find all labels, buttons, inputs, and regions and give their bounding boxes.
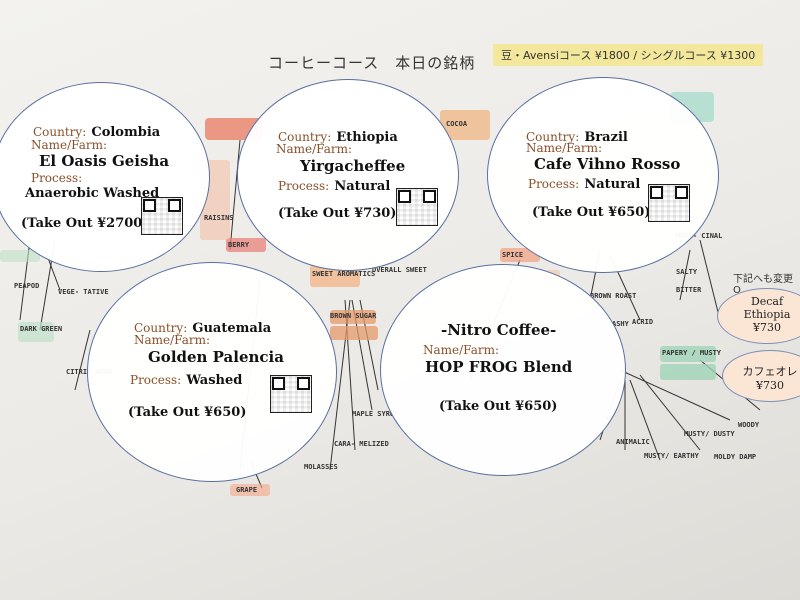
wheel-word-bitter: BITTER [676, 286, 702, 294]
wheel-word-papery-musty: PAPERY / MUSTY [662, 349, 722, 357]
process-label: Process: [31, 171, 83, 185]
farm-value: El Oasis Geisha [39, 152, 170, 170]
country-value: Colombia [91, 125, 161, 140]
process-label: Process: [528, 177, 580, 191]
change-note: 下記へも変更O [733, 274, 793, 296]
qr-code-icon[interactable] [648, 184, 690, 222]
farm-label: Name/Farm: [526, 141, 603, 155]
wheel-word-grape: GRAPE [236, 486, 258, 494]
country-value: Brazil [584, 130, 628, 145]
wheel-word-musty-dusty: MUSTY/ DUSTY [684, 430, 735, 438]
course-price-tag: 豆・Avensiコース ¥1800 / シングルコース ¥1300 [493, 44, 764, 66]
country-label: Country: [33, 125, 87, 139]
wheel-word-peapod: PEAPOD [14, 282, 40, 290]
country-label: Country: [526, 130, 580, 144]
wheel-word-molasses: MOLASSES [304, 463, 338, 471]
cafe-ole-label: カフェオレ [742, 365, 798, 378]
wheel-word-berry: BERRY [228, 241, 250, 249]
wheel-word-musty-earthy: MUSTY/ EARTHY [644, 452, 699, 460]
decaf-option[interactable]: Decaf Ethiopia ¥730 [717, 288, 800, 344]
coffee-card-brazil: Country: Brazil Name/Farm: Cafe Vihno Ro… [487, 77, 719, 273]
wheel-word-acrid: ACRID [632, 318, 654, 326]
wheel-word-brown-sugar: BROWN SUGAR [330, 312, 377, 320]
process-value: Natural [334, 179, 391, 194]
decaf-label: Decaf [750, 295, 784, 308]
takeout-price: (Take Out ¥650) [532, 205, 651, 220]
process-value: Washed [186, 373, 243, 388]
wheel-word-moldy-damp: MOLDY DAMP [714, 453, 757, 461]
wheel-word-overall-sweet: OVERALL SWEET [372, 266, 427, 274]
farm-label: Name/Farm: [134, 333, 211, 347]
wheel-word-caramelized: CARA- MELIZED [334, 440, 389, 448]
country-value: Ethiopia [336, 130, 398, 145]
wheel-word-spice: SPICE [502, 251, 524, 259]
process-value: Anaerobic Washed [25, 186, 160, 201]
nitro-heading: -Nitro Coffee- [441, 321, 557, 339]
wheel-word-salty: SALTY [676, 268, 698, 276]
wheel-word-raisins: RAISINS [204, 214, 234, 222]
coffee-card-colombia: Country: Colombia Name/Farm: El Oasis Ge… [0, 82, 210, 272]
cafe-ole-option[interactable]: カフェオレ ¥730 [722, 350, 800, 402]
takeout-price: (Take Out ¥650) [439, 399, 558, 414]
farm-value: Golden Palencia [148, 348, 284, 366]
qr-code-icon[interactable] [270, 375, 312, 413]
country-value: Guatemala [192, 321, 272, 336]
coffee-card-nitro: -Nitro Coffee- Name/Farm: HOP FROG Blend… [380, 264, 626, 476]
wheel-word-sweet-aromatics: SWEET AROMATICS [312, 270, 376, 278]
qr-code-icon[interactable] [396, 188, 438, 226]
takeout-price: (Take Out ¥650) [128, 405, 247, 420]
process-label: Process: [278, 179, 330, 193]
farm-value: HOP FROG Blend [425, 358, 573, 376]
wheel-word-dark-green: DARK GREEN [20, 325, 63, 333]
farm-label: Name/Farm: [276, 142, 353, 156]
takeout-price: (Take Out ¥2700) [21, 216, 149, 231]
decaf-name: Ethiopia [743, 308, 791, 321]
cafe-ole-price: ¥730 [756, 379, 784, 392]
page-title: コーヒーコース 本日の銘柄 [268, 54, 476, 72]
farm-label: Name/Farm: [31, 138, 108, 152]
country-label: Country: [278, 130, 332, 144]
wheel-word-cocoa: COCOA [446, 120, 468, 128]
wheel-word-brown-roast: BROWN ROAST [590, 292, 637, 300]
farm-value: Yirgacheffee [300, 157, 406, 175]
coffee-card-guatemala: Country: Guatemala Name/Farm: Golden Pal… [87, 262, 337, 482]
process-label: Process: [130, 373, 182, 387]
takeout-price: (Take Out ¥730) [278, 206, 397, 221]
wheel-word-medicinal: MEDI- CINAL [676, 232, 723, 240]
wheel-word-ashy: ASHY [612, 320, 629, 328]
wheel-word-animalic: ANIMALIC [616, 438, 650, 446]
farm-label: Name/Farm: [423, 343, 500, 357]
wheel-word-maple-syrup: MAPLE SYRUP [352, 410, 399, 418]
country-label: Country: [134, 321, 188, 335]
farm-value: Cafe Vihno Rosso [534, 155, 681, 173]
process-value: Natural [584, 177, 641, 192]
qr-code-icon[interactable] [141, 197, 183, 235]
wheel-word-woody: WOODY [738, 421, 760, 429]
wheel-word-vegetative: VEGE- TATIVE [58, 288, 109, 296]
coffee-card-ethiopia: Country: Ethiopia Name/Farm: Yirgacheffe… [237, 79, 459, 271]
decaf-price: ¥730 [753, 321, 781, 334]
